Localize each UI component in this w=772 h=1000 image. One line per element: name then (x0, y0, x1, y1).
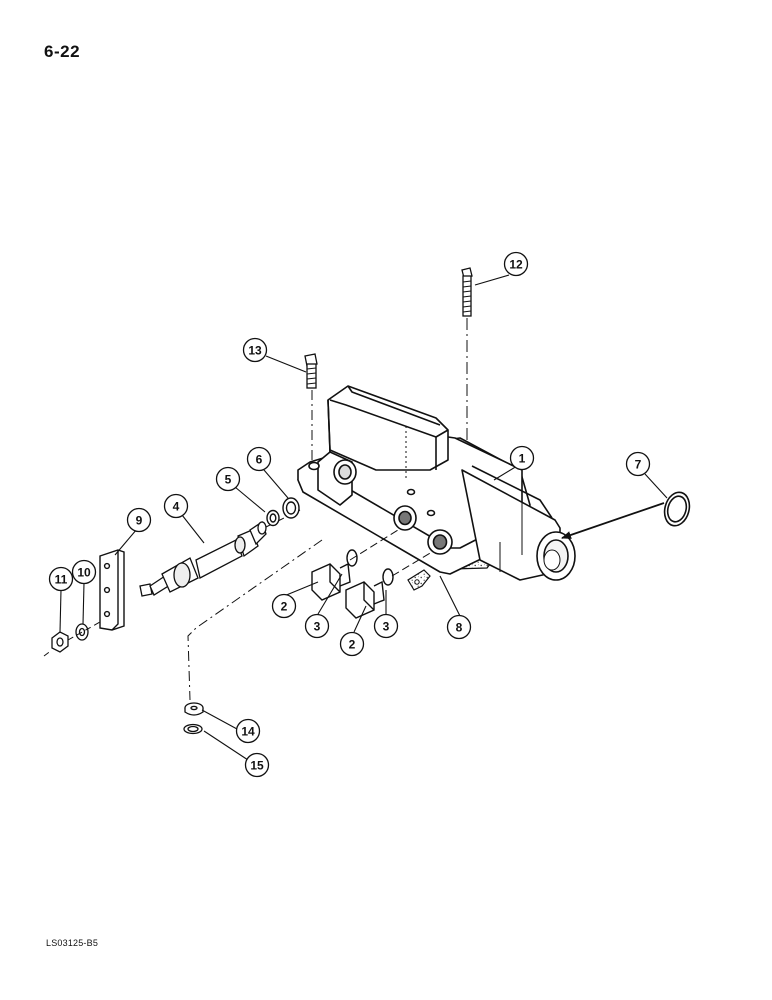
svg-text:8: 8 (456, 621, 463, 635)
svg-text:2: 2 (281, 600, 288, 614)
callout-9: 9 (126, 507, 152, 533)
assembly-arrow (561, 502, 665, 539)
callout-5: 5 (215, 466, 241, 492)
callout-15: 15 (244, 752, 270, 778)
retainer-ring (663, 491, 691, 527)
svg-text:3: 3 (314, 620, 321, 634)
svg-text:12: 12 (509, 258, 523, 272)
plug-upper (311, 562, 351, 601)
washer-ring (282, 497, 300, 519)
svg-text:5: 5 (225, 473, 232, 487)
port-centerline-lower (391, 551, 433, 577)
o-ring-upper (346, 549, 358, 567)
svg-text:11: 11 (55, 573, 68, 587)
svg-text:7: 7 (635, 458, 642, 472)
valve-housing (297, 385, 576, 581)
port-centerline-upper (349, 529, 399, 561)
hex-nut (51, 631, 69, 653)
callout-8: 8 (446, 614, 472, 640)
lock-washer (75, 623, 89, 641)
snap-washer (183, 723, 203, 735)
callout-7: 7 (625, 451, 651, 477)
callout-1: 1 (509, 445, 535, 471)
callout-3-right: 3 (373, 613, 399, 639)
pin-centerline (43, 621, 101, 657)
plug-lower (345, 580, 385, 619)
svg-text:14: 14 (241, 725, 255, 739)
page-number: 6-22 (44, 42, 81, 61)
control-spool (139, 520, 267, 597)
o-ring-lower (382, 568, 394, 586)
seal-ring (266, 509, 280, 527)
long-screw (461, 267, 473, 317)
callout-13: 13 (242, 337, 268, 363)
callout-4: 4 (163, 493, 189, 519)
svg-text:10: 10 (77, 566, 91, 580)
callout-14: 14 (235, 718, 261, 744)
spacer-washer (184, 702, 204, 716)
callout-2-upper: 2 (271, 593, 297, 619)
short-screw (304, 353, 318, 389)
svg-text:1: 1 (519, 452, 526, 466)
callout-11: 11 (48, 566, 74, 592)
retainer-arrow (644, 473, 668, 499)
svg-text:6: 6 (256, 453, 263, 467)
leader-lines (59, 274, 518, 761)
drawing-reference: LS03125-B5 (46, 938, 99, 948)
svg-text:4: 4 (173, 500, 180, 514)
svg-text:15: 15 (250, 759, 264, 773)
callout-3-left: 3 (304, 613, 330, 639)
link-plate (99, 549, 125, 631)
callout-10: 10 (71, 559, 97, 585)
callout-12: 12 (503, 251, 529, 277)
svg-text:9: 9 (136, 514, 143, 528)
callout-6: 6 (246, 446, 272, 472)
svg-text:2: 2 (349, 638, 356, 652)
svg-text:3: 3 (383, 620, 390, 634)
callout-2-lower: 2 (339, 631, 365, 657)
svg-text:13: 13 (248, 344, 262, 358)
